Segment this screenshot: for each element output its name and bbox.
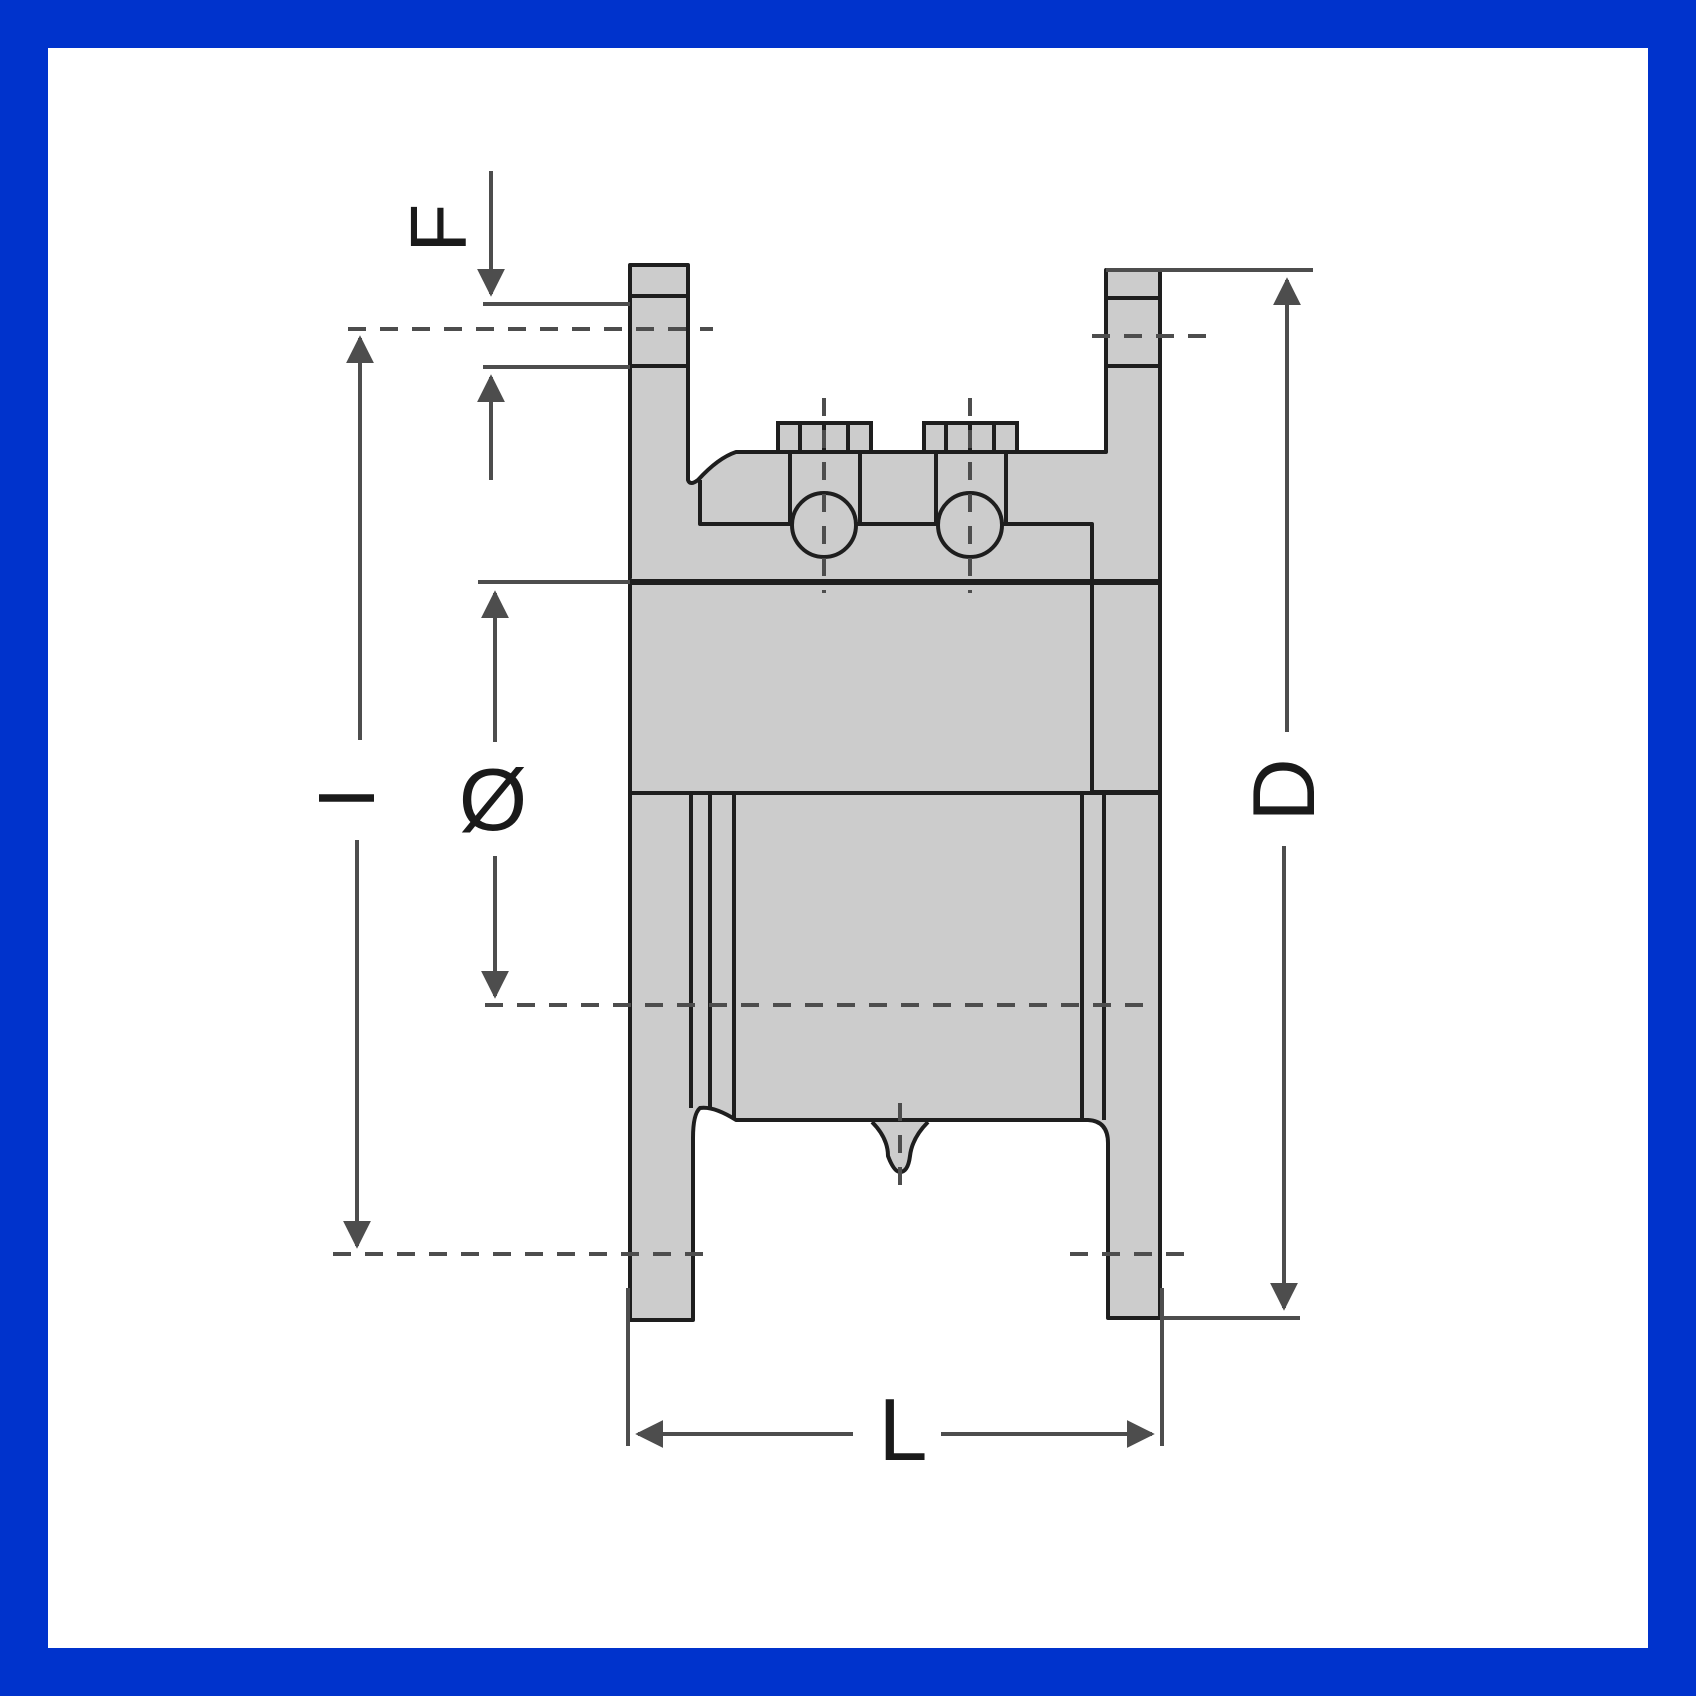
valve-body: [628, 263, 1162, 1322]
technical-drawing: F I Ø D L: [302, 171, 1333, 1479]
drawing-frame: F I Ø D L: [48, 48, 1648, 1648]
bolts: [776, 421, 1019, 559]
bolt-right: [922, 421, 1019, 559]
label-l: L: [879, 1380, 928, 1479]
dimension-lines: [343, 171, 1313, 1448]
center-lines: [333, 327, 1208, 1256]
label-f: F: [394, 204, 483, 253]
label-diameter: Ø: [459, 750, 527, 849]
label-i: I: [302, 787, 391, 809]
label-d: D: [1234, 758, 1333, 822]
bolt-left: [776, 421, 873, 559]
